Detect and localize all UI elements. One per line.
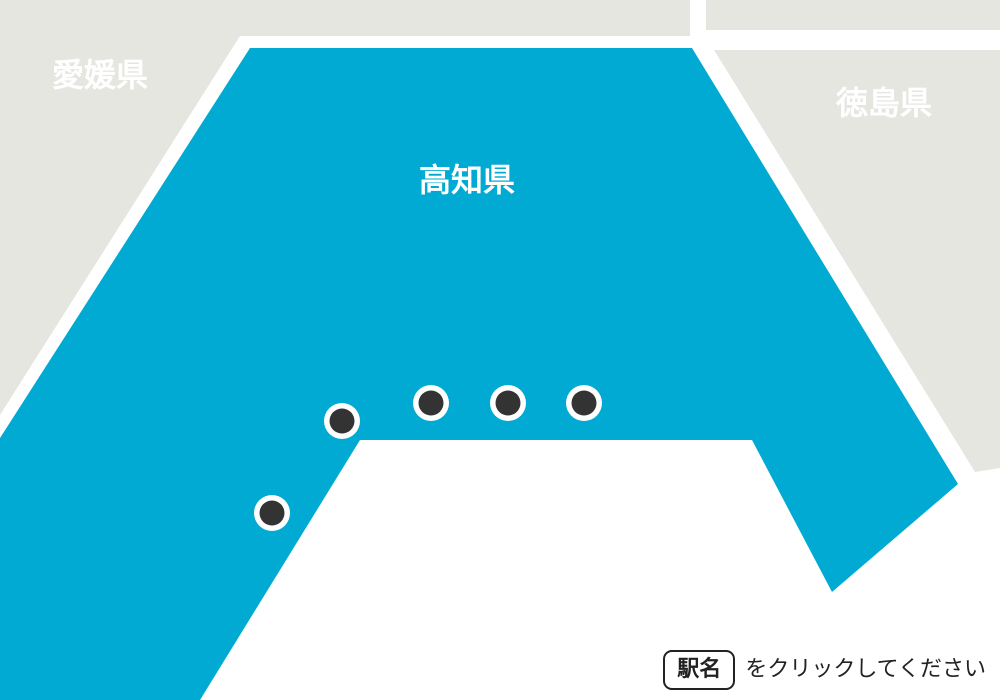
kochi-label: 高知県 [419, 161, 515, 199]
station-5-marker[interactable] [566, 385, 602, 421]
station-4-marker[interactable] [490, 385, 526, 421]
station-2-marker[interactable] [324, 403, 360, 439]
station-4-dot [495, 390, 521, 416]
station-1-dot [259, 500, 285, 526]
ehime-prefecture-area [0, 0, 690, 415]
station-1-marker[interactable] [254, 495, 290, 531]
station-name-key: 駅名 [663, 650, 736, 690]
station-3-dot [418, 390, 444, 416]
kochi-prefecture-area[interactable] [0, 48, 958, 700]
station-5-dot [571, 390, 597, 416]
tokushima-prefecture-area [714, 50, 1000, 472]
station-3-marker[interactable] [413, 385, 449, 421]
neighbor-prefecture-strip [706, 0, 1000, 30]
instruction-text: をクリックしてください [745, 657, 986, 682]
tokushima-label: 徳島県 [835, 84, 932, 122]
stations-layer [254, 385, 602, 531]
ehime-label: 愛媛県 [52, 56, 148, 94]
station-2-dot [329, 408, 355, 434]
instruction: 駅名 をクリックしてください [663, 650, 986, 690]
